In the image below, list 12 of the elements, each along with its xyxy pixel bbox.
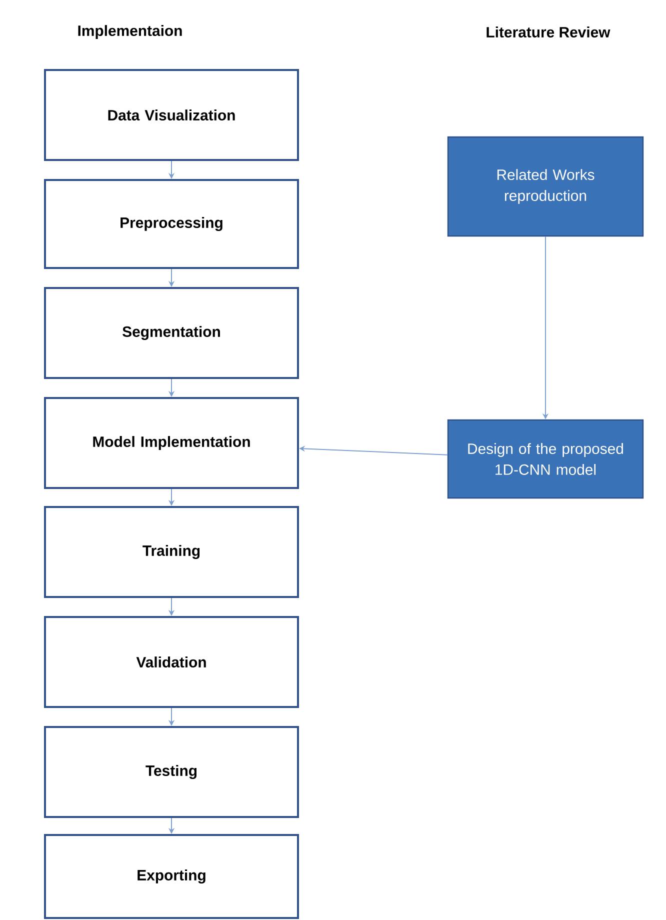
process-box: Validation [44,616,299,708]
process-box: Exporting [44,834,299,919]
process-box: Training [44,506,299,598]
column-heading: Literature Review [486,26,610,38]
process-box: Testing [44,726,299,818]
process-box: Design of the proposed 1D-CNN model [447,419,644,499]
process-box: Model Implementation [44,397,299,489]
process-box: Data Visualization [44,69,299,161]
column-heading: Implementaion [78,25,182,39]
process-box: Segmentation [44,287,299,379]
process-box: Preprocessing [44,179,299,269]
process-box: Related Works reproduction [447,136,644,237]
